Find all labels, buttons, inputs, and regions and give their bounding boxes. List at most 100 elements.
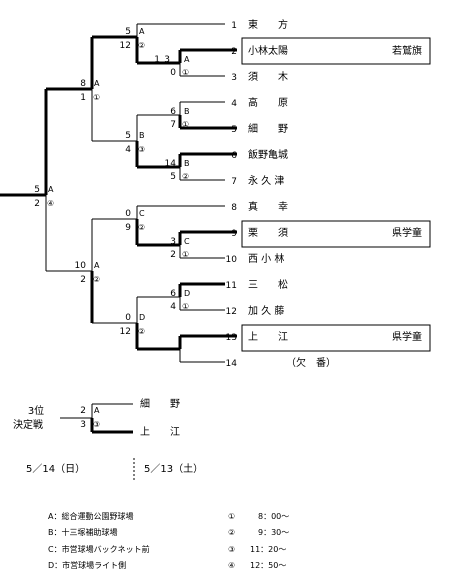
time-value: 12：50～ bbox=[250, 561, 286, 570]
score: 10 bbox=[75, 261, 87, 271]
date-right: 5／13（土） bbox=[144, 462, 203, 475]
venue-legend: C：市営球場バックネット前 bbox=[48, 544, 150, 554]
score: 12 bbox=[120, 327, 131, 337]
team-list: 1 東 方 2 小林太陽 若鷲旗 3 須 木 4 高 原 5 細 野 6 飯野亀… bbox=[226, 18, 431, 369]
seed-number: 10 bbox=[226, 255, 238, 265]
score: 0 bbox=[125, 209, 131, 219]
seed-number: 7 bbox=[231, 177, 237, 187]
venue-mark: C bbox=[139, 209, 145, 218]
venue-mark: A bbox=[94, 79, 100, 88]
team-box-2 bbox=[241, 37, 431, 65]
slot-mark: ② bbox=[138, 41, 145, 50]
seed-number: 8 bbox=[231, 203, 237, 213]
venue-mark: B bbox=[184, 159, 190, 168]
team-name: 小林太陽 bbox=[248, 44, 288, 57]
team-name: 西 小 林 bbox=[248, 252, 284, 265]
team-name: 細 野 bbox=[140, 397, 180, 410]
dates: 5／14（日） 5／13（土） bbox=[26, 458, 203, 482]
venue-mark: B bbox=[184, 107, 190, 116]
legend: A：総合運動公園野球場 B：十三塚補助球場 C：市営球場バックネット前 D：市営… bbox=[48, 511, 289, 570]
seed-number: 2 bbox=[231, 47, 237, 57]
score: 2 bbox=[80, 406, 86, 416]
team-note: 県学童 bbox=[392, 226, 422, 239]
venue-legend: D：市営球場ライト側 bbox=[48, 560, 126, 570]
venue-mark: A bbox=[139, 27, 145, 36]
score: 0 bbox=[170, 68, 176, 78]
slot-mark: ① bbox=[182, 302, 189, 311]
score: 12 bbox=[120, 41, 131, 51]
slot-mark: ③ bbox=[93, 420, 100, 429]
team-name: 細 野 bbox=[248, 122, 288, 135]
slot-mark: ① bbox=[93, 93, 100, 102]
score: 9 bbox=[125, 223, 131, 233]
seed-number: 12 bbox=[226, 307, 237, 317]
score: 1 bbox=[154, 55, 160, 65]
slot-mark: ② bbox=[138, 223, 145, 232]
venue-mark: A bbox=[184, 55, 190, 64]
team-name: 真 幸 bbox=[248, 200, 288, 213]
score: 14 bbox=[165, 159, 177, 169]
seed-number: 9 bbox=[231, 229, 237, 239]
match-labels: 3 1 0 A ① 6 7 B ① 14 5 B ② 3 2 C ① 6 4 D… bbox=[34, 27, 190, 337]
team-box-9 bbox=[241, 220, 431, 248]
team-note: 県学童 bbox=[392, 330, 422, 343]
third-place-playoff: 3位 決定戦 2 3 A ③ 細 野 上 江 bbox=[13, 397, 180, 438]
venue-mark: A bbox=[48, 185, 54, 194]
time-value: 11：20～ bbox=[250, 545, 286, 554]
seed-number: 11 bbox=[226, 281, 237, 291]
score: 3 bbox=[170, 237, 176, 247]
team-name: （欠 番） bbox=[286, 356, 336, 369]
score: 5 bbox=[125, 131, 131, 141]
slot-mark: ② bbox=[138, 327, 145, 336]
venue-mark: A bbox=[94, 406, 100, 415]
team-name: 須 木 bbox=[248, 71, 288, 83]
time-value: 9：30～ bbox=[258, 528, 289, 537]
seed-number: 1 bbox=[231, 21, 237, 31]
team-name: 上 江 bbox=[140, 426, 180, 438]
team-name: 上 江 bbox=[248, 331, 288, 343]
team-box-13 bbox=[241, 324, 431, 352]
score: 4 bbox=[125, 145, 131, 155]
score: 3 bbox=[80, 420, 86, 430]
team-name: 永 久 津 bbox=[248, 174, 284, 187]
score: 3 bbox=[164, 55, 170, 65]
venue-mark: C bbox=[184, 237, 190, 246]
third-place-label: 3位 bbox=[28, 404, 44, 417]
seed-number: 4 bbox=[231, 99, 237, 109]
team-name: 飯野亀城 bbox=[248, 148, 288, 161]
slot-mark: ④ bbox=[47, 199, 54, 208]
score: 5 bbox=[34, 185, 40, 195]
date-left: 5／14（日） bbox=[26, 463, 85, 475]
seed-number: 5 bbox=[231, 125, 237, 135]
score: 8 bbox=[80, 79, 86, 89]
slot-mark: ① bbox=[182, 120, 189, 129]
score: 6 bbox=[170, 107, 176, 117]
venue-mark: D bbox=[139, 313, 145, 322]
score: 5 bbox=[125, 27, 131, 37]
time-number: ① bbox=[228, 512, 235, 521]
seed-number: 13 bbox=[226, 333, 237, 343]
time-value: 8：00～ bbox=[258, 512, 289, 521]
slot-mark: ② bbox=[182, 172, 189, 181]
team-note: 若鷲旗 bbox=[392, 44, 422, 57]
score: 2 bbox=[34, 199, 40, 209]
slot-mark: ③ bbox=[138, 145, 145, 154]
slot-mark: ② bbox=[93, 275, 100, 284]
time-number: ② bbox=[228, 528, 235, 537]
team-name: 三 松 bbox=[248, 278, 288, 291]
score: 2 bbox=[170, 250, 176, 260]
score: 4 bbox=[170, 302, 176, 312]
venue-mark: B bbox=[139, 131, 145, 140]
slot-mark: ① bbox=[182, 250, 189, 259]
seed-number: 14 bbox=[226, 359, 238, 369]
seed-number: 3 bbox=[231, 73, 237, 83]
score: 2 bbox=[80, 275, 86, 285]
team-name: 東 方 bbox=[248, 18, 288, 31]
score: 7 bbox=[170, 120, 176, 130]
seed-number: 6 bbox=[231, 151, 237, 161]
team-name: 加 久 藤 bbox=[248, 305, 284, 317]
venue-legend: A：総合運動公園野球場 bbox=[48, 511, 133, 521]
score: 5 bbox=[170, 172, 176, 182]
third-place-label: 決定戦 bbox=[13, 418, 43, 431]
